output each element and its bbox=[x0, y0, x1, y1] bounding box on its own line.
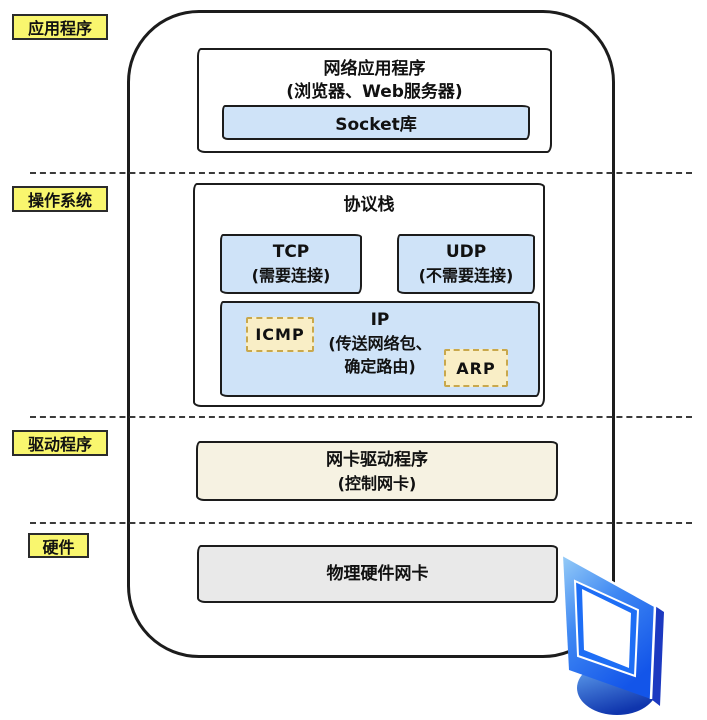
network-application-title: 网络应用程序 bbox=[323, 59, 426, 79]
nic-driver-subtitle: (控制网卡) bbox=[337, 474, 417, 493]
layer-label-driver: 驱动程序 bbox=[12, 430, 108, 456]
udp-box: UDP (不需要连接) bbox=[397, 234, 535, 294]
nic-driver-title: 网卡驱动程序 bbox=[326, 450, 428, 470]
nic-driver-box: 网卡驱动程序 (控制网卡) bbox=[196, 441, 558, 501]
layer-label-application: 应用程序 bbox=[12, 14, 108, 40]
layer-label-operating-system: 操作系统 bbox=[12, 186, 108, 212]
icmp-label: ICMP bbox=[255, 325, 305, 344]
protocol-stack-box: 协议栈 TCP (需要连接) UDP (不需要连接) IP (传送网络包、 确定… bbox=[193, 183, 545, 407]
udp-name: UDP bbox=[445, 242, 487, 262]
protocol-stack-title: 协议栈 bbox=[343, 195, 395, 215]
tcp-note: (需要连接) bbox=[251, 266, 331, 285]
ip-note-line2: 确定路由) bbox=[344, 357, 416, 376]
udp-note: (不需要连接) bbox=[418, 266, 514, 285]
layer-divider-os-driver bbox=[30, 416, 692, 418]
layer-divider-app-os bbox=[30, 172, 692, 174]
physical-nic-title: 物理硬件网卡 bbox=[326, 563, 429, 584]
layer-divider-driver-hw bbox=[30, 522, 692, 524]
icmp-box: ICMP bbox=[246, 317, 314, 352]
ip-name: IP bbox=[370, 310, 390, 330]
arp-box: ARP bbox=[444, 349, 508, 387]
ip-note-line1: (传送网络包、 bbox=[328, 334, 432, 353]
socket-library-bar: Socket库 bbox=[222, 105, 530, 140]
tcp-box: TCP (需要连接) bbox=[220, 234, 362, 294]
physical-nic-box: 物理硬件网卡 bbox=[197, 545, 558, 603]
arp-label: ARP bbox=[456, 358, 496, 378]
socket-library-label: Socket库 bbox=[335, 115, 417, 135]
computer-monitor-icon bbox=[545, 548, 695, 720]
network-application-box: 网络应用程序 (浏览器、Web服务器) Socket库 bbox=[197, 48, 552, 153]
layer-label-hardware: 硬件 bbox=[28, 533, 89, 558]
ip-box: IP (传送网络包、 确定路由) ICMP ARP bbox=[220, 301, 540, 397]
tcp-name: TCP bbox=[272, 242, 310, 262]
network-application-subtitle: (浏览器、Web服务器) bbox=[286, 82, 463, 102]
